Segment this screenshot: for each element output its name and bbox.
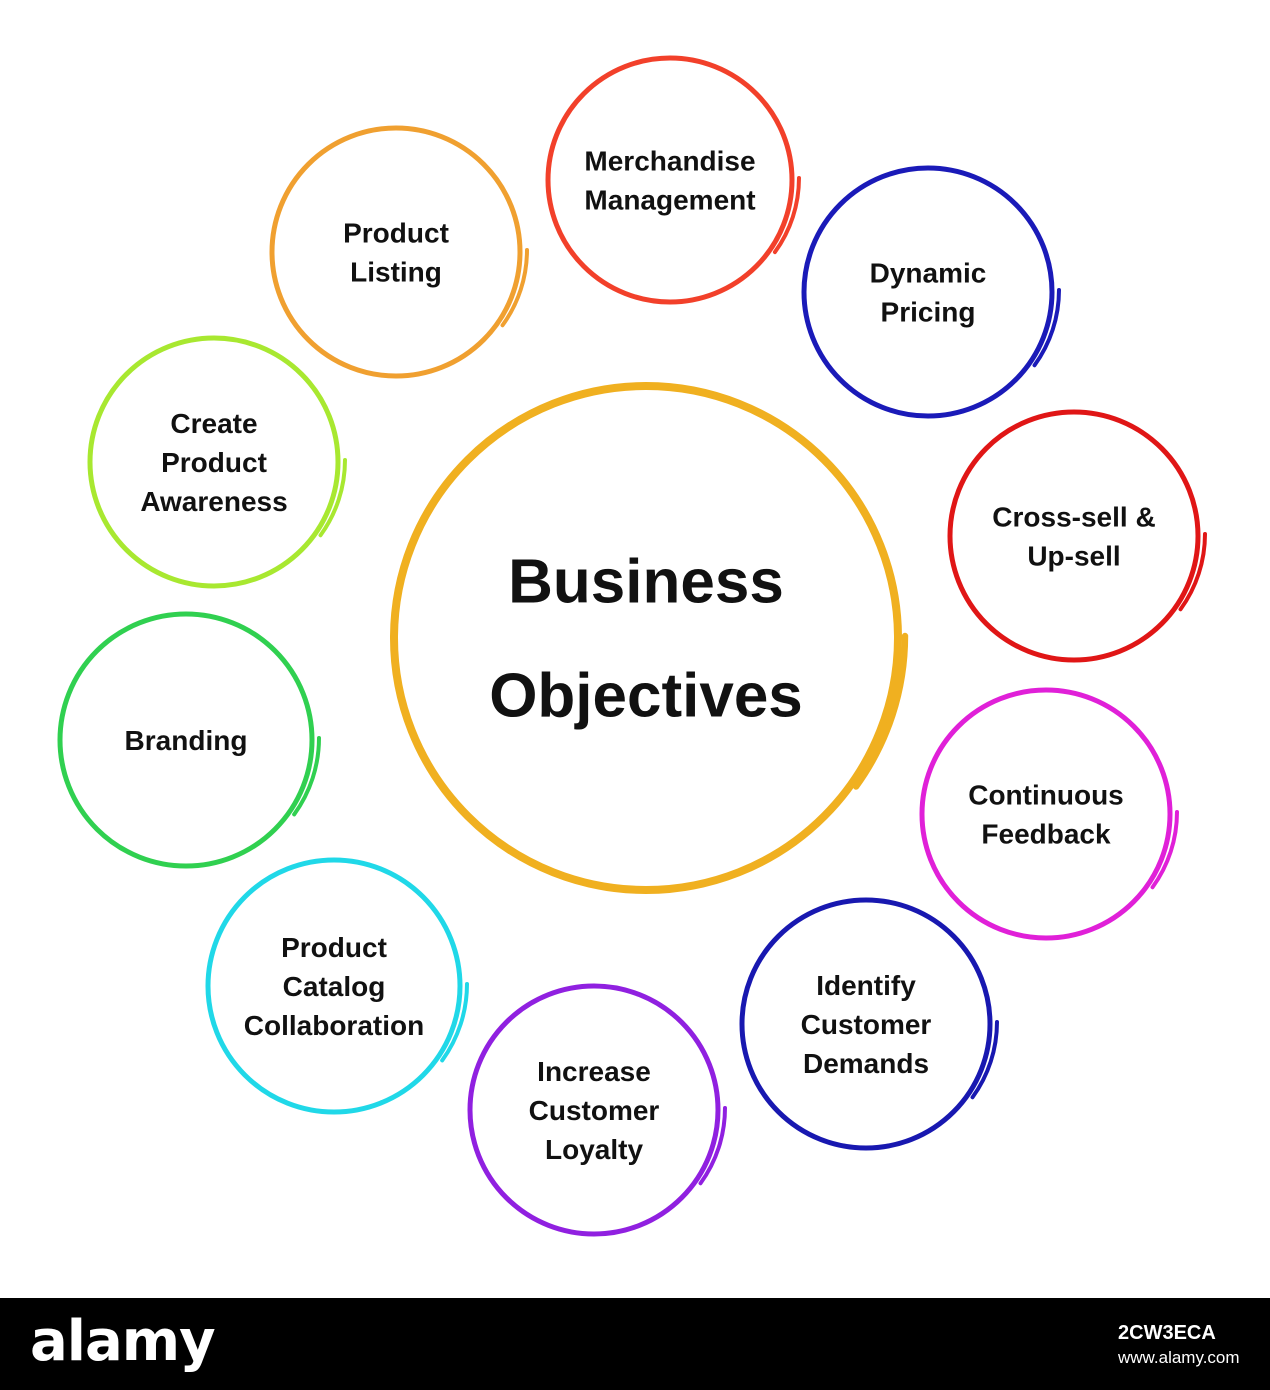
objective-node-4-label-line: Continuous [968,779,1124,810]
objective-node-9-label-line: Create [170,408,257,439]
objective-node-7-label-line: Product [281,932,387,963]
objective-node-5-label-line: Demands [803,1048,929,1079]
image-id: 2CW3ECA [1118,1322,1216,1344]
objective-node-6-label-line: Customer [529,1095,660,1126]
objective-node-5-label-line: Customer [801,1009,932,1040]
objective-node-8-ring [57,611,315,869]
objective-node-9-label-line: Product [161,447,267,478]
objective-node-6-ring-accent [467,978,727,1238]
objective-node-7-ring [205,857,463,1115]
business-objectives-diagram: BusinessObjectivesMerchandiseManagementD… [57,50,1207,1238]
objective-node-1-ring [545,55,795,305]
objective-node-4-ring [919,687,1173,941]
center-node-ring [390,382,902,894]
objective-node-4-label-line: Feedback [981,818,1111,849]
objective-node-8: Branding [57,606,321,870]
objective-node-6-label-line: Loyalty [545,1134,643,1165]
objective-node-7-label-line: Catalog [283,971,386,1002]
objective-node-5-label-line: Identify [816,970,916,1001]
objective-node-3-label-line: Up-sell [1027,540,1120,571]
objective-node-3-ring-accent [947,404,1207,664]
objective-node-1-label-line: Management [584,184,755,215]
site-url: www.alamy.com [1118,1348,1240,1367]
objective-node-9-ring-accent [87,330,347,590]
objective-node-4-ring-accent [919,682,1179,942]
objective-node-10-ring-accent [269,120,529,380]
center-node-label-line: Business [508,548,784,617]
objective-node-3-ring [947,409,1201,663]
objective-node-1-label-line: Merchandise [584,145,755,176]
alamy-logo: alamy [30,1309,216,1374]
objective-node-3: Cross-sell & Up-sell [947,404,1207,664]
objective-node-2-label-line: Pricing [881,296,976,327]
objective-node-5-ring-accent [739,892,999,1152]
center-node-label-line: Objectives [489,662,803,731]
objective-node-7-ring-accent [205,852,469,1116]
objective-node-8-ring-accent [57,606,321,870]
objective-node-3-label-line: Cross-sell & [992,501,1155,532]
objective-node-10-label-line: Listing [350,256,442,287]
objective-node-10-ring [269,125,523,379]
objective-node-2-ring-accent [801,160,1061,420]
objective-node-8-label-line: Branding [125,725,248,756]
objective-node-10-label-line: Product [343,217,449,248]
objective-node-9-label-line: Awareness [140,486,287,517]
objective-node-1-ring-accent [545,50,801,306]
footer-bar: alamy 2CW3ECA www.alamy.com [0,1298,1270,1390]
center-node-ring-accent [389,376,909,896]
objective-node-6-ring [467,983,721,1237]
objective-node-6-label-line: Increase [537,1056,651,1087]
objective-node-5-ring [739,897,993,1151]
objective-node-2-label-line: Dynamic [870,257,987,288]
objective-node-7-label-line: Collaboration [244,1010,424,1041]
objective-node-9-ring [87,335,341,589]
objective-node-2-ring [801,165,1055,419]
